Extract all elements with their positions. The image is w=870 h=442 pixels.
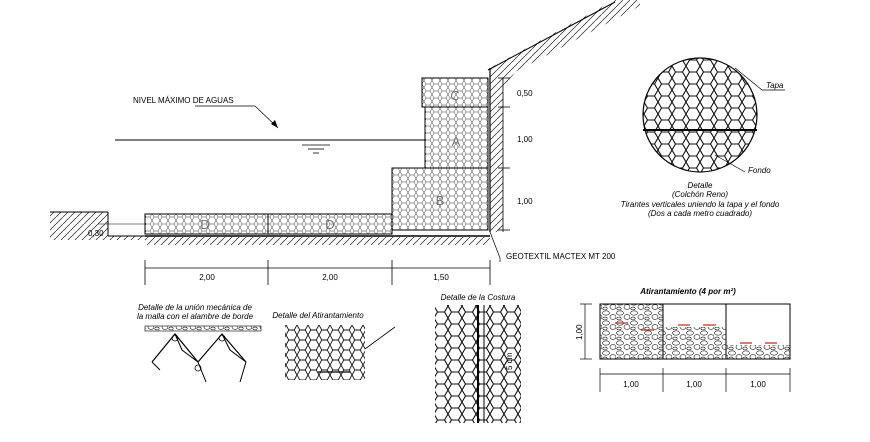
stone-fill-half	[663, 327, 726, 359]
block-label-a: A	[452, 134, 461, 149]
detail-caption-3: Tirantes verticales uniendo la tapa y el…	[621, 200, 780, 209]
height-dim-a: 1,00	[517, 135, 533, 144]
seam-detail-title: Detalle de la Costura	[441, 293, 516, 302]
height-dim-c: 0,50	[517, 89, 533, 98]
height-dimensions	[498, 77, 510, 232]
block-label-d2: D	[325, 217, 334, 232]
ground-hatch-under	[145, 237, 490, 245]
gabion-block-b	[391, 167, 489, 231]
width-dim-first: 2,00	[199, 273, 215, 282]
height-dim-b: 1,00	[517, 197, 533, 206]
union-title-1: Detalle de la unión mecánica de	[138, 303, 252, 312]
stone-fill-full	[600, 304, 663, 359]
anchoring-detail-title: Detalle del Atirantamiento	[272, 311, 364, 320]
seam-detail: Detalle de la Costura 5 cm	[435, 293, 521, 423]
block-label-d1: D	[200, 217, 209, 232]
ground-hatch-left	[50, 212, 145, 240]
anchoring-height-dim: 1,00	[575, 324, 584, 340]
gabion-block-a	[424, 106, 489, 169]
cross-section: C A B D D NIVEL MÁXIMO DE AGUAS 0,50 1,0…	[50, 0, 640, 285]
geotextile-label: GEOTEXTIL MACTEX MT 200	[506, 252, 616, 261]
anchoring-grid-title: Atirantamiento (4 por m²)	[639, 287, 736, 296]
detail-circle	[642, 57, 758, 173]
anchoring-width-dim-1: 1,00	[623, 380, 639, 389]
anchoring-grid: Atirantamiento (4 por m²) 1,00 1,00 1,00…	[575, 287, 791, 392]
detail-caption-4: (Dos a cada metro cuadrado)	[648, 209, 752, 218]
bottom-step-dim: 0,30	[88, 229, 104, 238]
anchoring-detail: Detalle del Atirantamiento	[272, 311, 396, 380]
union-detail: Detalle de la unión mecánica de la malla…	[137, 303, 262, 383]
block-label-b: B	[436, 193, 445, 208]
width-dim-second: 2,00	[322, 273, 338, 282]
anchoring-width-dim-2: 1,00	[686, 380, 702, 389]
union-title-2: la malla con el alambre de borde	[137, 312, 254, 321]
detail-caption-2: (Colchón Reno)	[672, 190, 728, 199]
bank-slope-line	[487, 1, 616, 71]
bank-hatch	[490, 0, 640, 232]
water-level-label: NIVEL MÁXIMO DE AGUAS	[133, 96, 234, 105]
detail-bottom-label: Fondo	[748, 166, 771, 175]
anchoring-width-dim-3: 1,00	[750, 380, 766, 389]
detail-top-label: Tapa	[766, 81, 784, 90]
block-label-c: C	[450, 88, 459, 103]
detail-caption-1: Detalle	[688, 181, 713, 190]
mattress-detail: Tapa Fondo Detalle (Colchón Reno) Tirant…	[621, 57, 785, 218]
stone-fill-low	[726, 345, 790, 359]
reno-mattress-d2	[267, 213, 393, 235]
width-dim-third: 1,50	[433, 273, 449, 282]
width-dimensions	[144, 260, 491, 285]
svg-text:5 cm: 5 cm	[505, 352, 514, 370]
